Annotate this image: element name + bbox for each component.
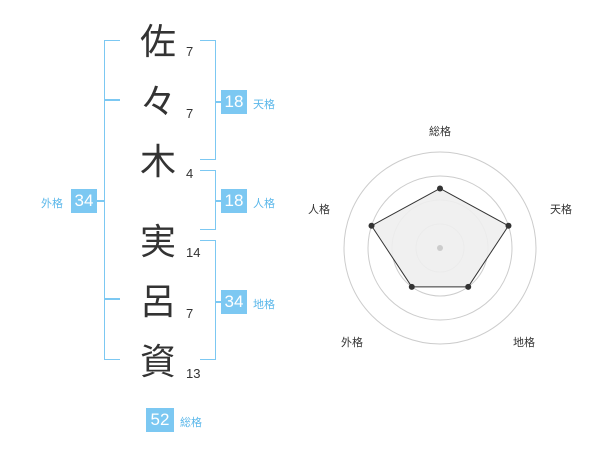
gaikaku-badge: 34: [71, 189, 97, 213]
radar-ring: [367, 175, 513, 321]
jinkaku-badge: 18: [221, 189, 247, 213]
tenkaku-bracket: [200, 40, 216, 160]
stroke-count-6: 13: [186, 366, 201, 381]
tenkaku-label: 天格: [253, 98, 275, 111]
gaikaku-label: 外格: [41, 197, 63, 210]
gaikaku-bracket: [104, 40, 120, 360]
radar-polygon: [370, 187, 510, 288]
stroke-count-2: 7: [186, 106, 194, 121]
stroke-count-3: 4: [186, 166, 194, 181]
tenkaku-connector: [216, 101, 222, 103]
chikaku-bracket: [200, 240, 216, 360]
chikaku-label: 地格: [253, 298, 275, 311]
radar-label-chikaku: 地格: [513, 335, 535, 349]
stroke-count-4: 14: [186, 245, 201, 260]
gaikaku-tick: [104, 99, 120, 101]
radar-point-1: [437, 185, 443, 192]
radar-center: [437, 245, 443, 251]
stroke-count-1: 7: [186, 44, 194, 59]
radar-ring: [343, 151, 537, 345]
chikaku-connector: [216, 301, 222, 303]
name-char-5: 呂: [139, 282, 176, 323]
radar-points: [368, 185, 512, 290]
radar-label-tenkaku: 天格: [550, 202, 572, 216]
tenkaku-badge: 18: [221, 90, 247, 114]
radar-label-gaikaku: 外格: [341, 335, 363, 349]
radar-label-jinkaku: 人格: [308, 202, 330, 216]
radar-chart: 総格 天格 地格 外格 人格: [308, 124, 572, 349]
jinkaku-bracket: [200, 170, 216, 230]
jinkaku-connector: [216, 200, 222, 202]
stroke-count-5: 7: [186, 306, 194, 321]
name-char-3: 木: [139, 142, 176, 183]
gaikaku-tick: [104, 298, 120, 300]
radar-point-3: [465, 283, 472, 290]
radar-point-2: [505, 222, 512, 229]
jinkaku-label: 人格: [253, 197, 275, 210]
name-char-1: 佐: [139, 22, 176, 63]
radar-point-5: [368, 222, 375, 229]
chikaku-badge: 34: [221, 290, 247, 314]
name-char-4: 実: [139, 222, 176, 263]
gaikaku-connector: [96, 200, 105, 202]
name-char-2: 々: [139, 82, 176, 123]
soukaku-label: 総格: [180, 416, 202, 429]
radar-point-4: [408, 283, 415, 290]
name-char-6: 資: [139, 342, 176, 383]
radar-label-soukaku: 総格: [429, 124, 451, 138]
soukaku-badge: 52: [146, 408, 174, 432]
